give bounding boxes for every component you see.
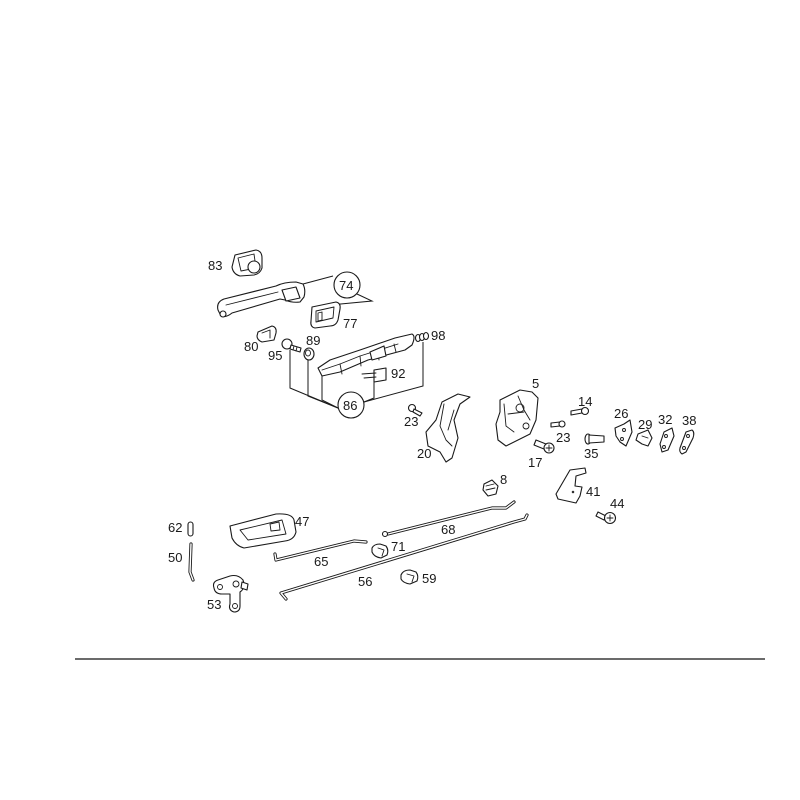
part-68-rod[interactable]: [381, 500, 516, 538]
label-5: 5: [532, 376, 539, 391]
part-26-striker-bracket[interactable]: [614, 419, 633, 447]
label-56: 56: [358, 574, 372, 589]
part-98-spring[interactable]: [414, 331, 430, 343]
part-83-lock-cylinder-cap[interactable]: [231, 249, 263, 277]
part-80-clip[interactable]: [256, 325, 277, 343]
label-98: 98: [431, 328, 445, 343]
part-5-door-lock[interactable]: [495, 389, 539, 447]
part-47-inner-handle-bezel[interactable]: [229, 513, 297, 549]
part-8-lock-barrel[interactable]: [482, 479, 499, 497]
part-23-screw-left[interactable]: [407, 403, 423, 417]
callout-circle-86: [337, 391, 365, 419]
label-59: 59: [422, 571, 436, 586]
label-86: 86: [343, 398, 357, 413]
part-92-clip[interactable]: [361, 367, 387, 383]
label-68: 68: [441, 522, 455, 537]
part-32-plate[interactable]: [659, 427, 675, 453]
part-77-handle-insert[interactable]: [310, 301, 341, 329]
part-29-clip[interactable]: [635, 429, 653, 447]
label-47: 47: [295, 514, 309, 529]
label-89: 89: [306, 333, 320, 348]
label-62: 62: [168, 520, 182, 535]
part-86-handle-carrier[interactable]: [317, 333, 415, 377]
label-95: 95: [268, 348, 282, 363]
part-41-lock-cover[interactable]: [555, 467, 587, 504]
label-23-right: 23: [556, 430, 570, 445]
label-26: 26: [614, 406, 628, 421]
label-44: 44: [610, 496, 624, 511]
label-53: 53: [207, 597, 221, 612]
part-95-screw[interactable]: [281, 338, 302, 353]
part-23-screw-right[interactable]: [550, 420, 566, 428]
part-35-bolt[interactable]: [584, 433, 605, 445]
part-53-lock-lever[interactable]: [212, 574, 249, 613]
label-65: 65: [314, 554, 328, 569]
part-50-lock-knob-rod[interactable]: [188, 542, 195, 582]
leader-86: [289, 342, 424, 409]
label-83: 83: [208, 258, 222, 273]
part-14-screw[interactable]: [570, 406, 590, 416]
label-8: 8: [500, 472, 507, 487]
label-77: 77: [343, 316, 357, 331]
label-29: 29: [638, 417, 652, 432]
label-41: 41: [586, 484, 600, 499]
label-17: 17: [528, 455, 542, 470]
label-38: 38: [682, 413, 696, 428]
part-65-rod[interactable]: [273, 539, 368, 562]
label-20: 20: [417, 446, 431, 461]
label-74: 74: [339, 278, 353, 293]
part-56-rod[interactable]: [279, 513, 529, 601]
label-35: 35: [584, 446, 598, 461]
label-50: 50: [168, 550, 182, 565]
label-14: 14: [578, 394, 592, 409]
part-59-rod-clip[interactable]: [400, 569, 419, 585]
part-38-plate[interactable]: [679, 429, 695, 455]
label-92: 92: [391, 366, 405, 381]
part-62-pin[interactable]: [187, 521, 194, 537]
leader-74b: [329, 293, 374, 306]
part-20-bracket[interactable]: [425, 393, 471, 463]
label-80: 80: [244, 339, 258, 354]
label-23-left: 23: [404, 414, 418, 429]
part-44-screw[interactable]: [595, 511, 617, 525]
part-71-rod-clip[interactable]: [371, 543, 389, 559]
label-71: 71: [391, 539, 405, 554]
part-74-outer-door-handle[interactable]: [217, 281, 306, 318]
part-17-screw[interactable]: [533, 439, 555, 454]
label-32: 32: [658, 412, 672, 427]
callout-circle-74: [333, 271, 361, 299]
leader-74a: [302, 275, 334, 285]
part-89-grommet[interactable]: [303, 347, 315, 361]
